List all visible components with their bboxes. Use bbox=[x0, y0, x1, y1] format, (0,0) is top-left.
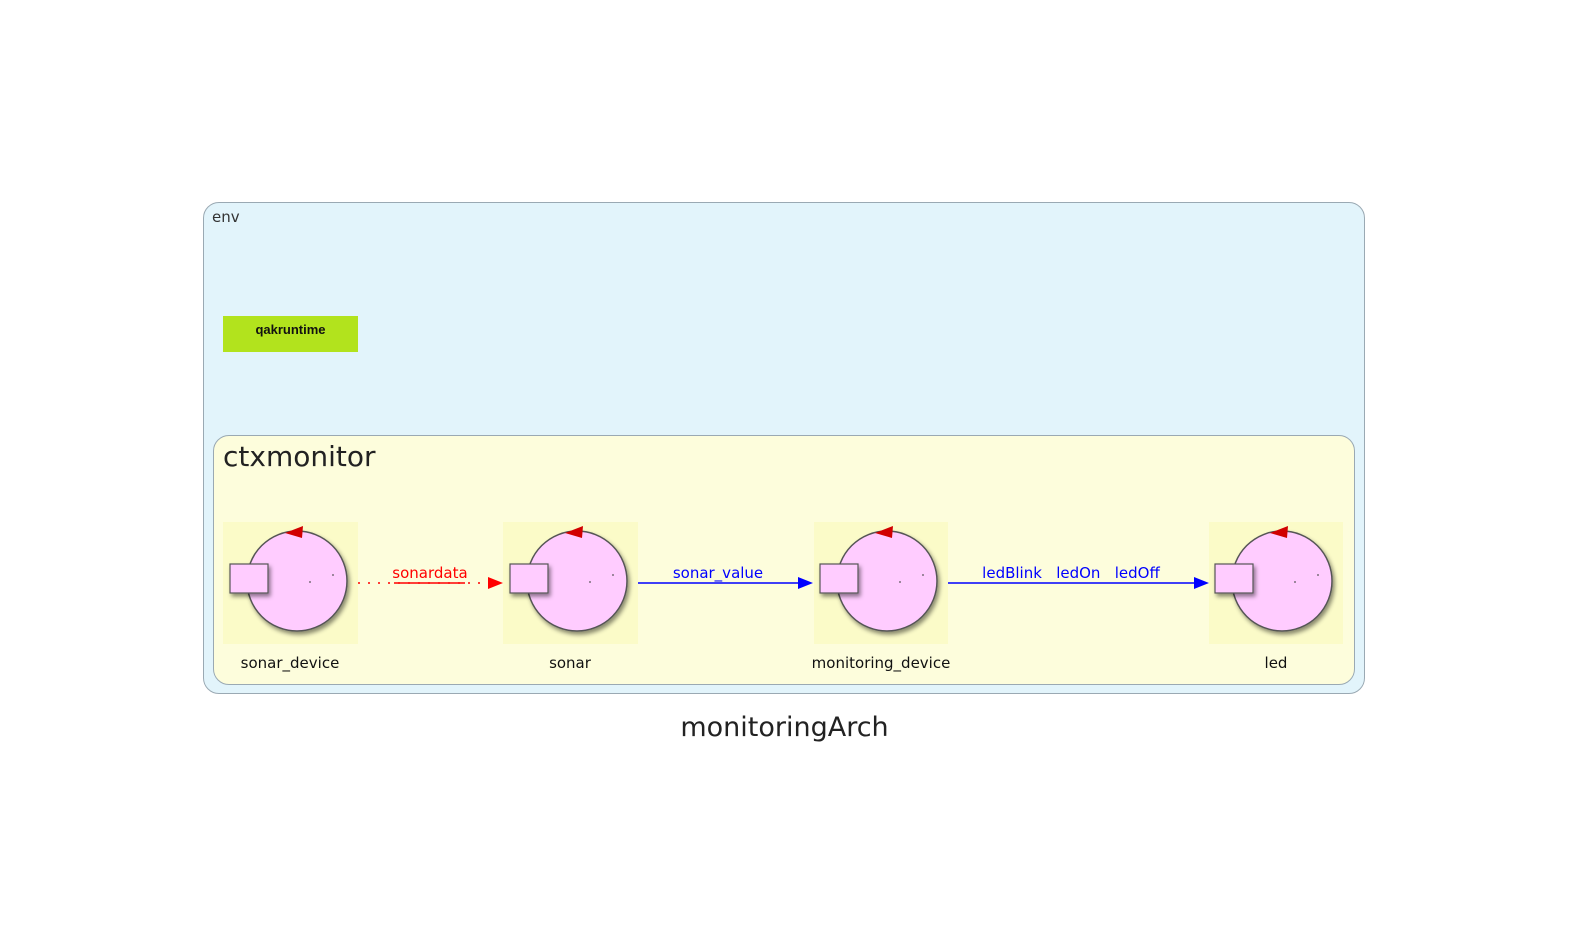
edge-sonardata: sonardata bbox=[358, 564, 503, 589]
arrowhead-icon bbox=[1194, 577, 1209, 589]
edge-sonar-value: sonar_value bbox=[638, 564, 813, 589]
actor-marker-icon bbox=[875, 526, 893, 538]
edge-label-sonar-value: sonar_value bbox=[673, 564, 763, 583]
actor-icon-sonar-device bbox=[223, 522, 358, 644]
actor-icon-monitoring-device bbox=[814, 522, 948, 644]
actor-marker-icon bbox=[565, 526, 583, 538]
diagram-title: monitoringArch bbox=[680, 712, 889, 743]
env-label: env bbox=[212, 208, 240, 226]
ctxmonitor-label: ctxmonitor bbox=[223, 440, 376, 473]
edge-led-commands: ledBlink ledOn ledOff bbox=[948, 564, 1209, 589]
actor-marker-icon bbox=[1270, 526, 1288, 538]
arrowhead-icon bbox=[488, 577, 503, 589]
actor-label-sonar: sonar bbox=[549, 654, 591, 672]
actor-marker-icon bbox=[285, 526, 303, 538]
actor-label-sonar-device: sonar_device bbox=[240, 654, 340, 672]
edge-label-sonardata: sonardata bbox=[392, 564, 467, 582]
actor-icon-sonar bbox=[503, 522, 638, 644]
qakruntime-label: qakruntime bbox=[255, 322, 326, 337]
actor-label-led: led bbox=[1264, 654, 1288, 672]
arrowhead-icon bbox=[798, 577, 813, 589]
actor-label-monitoring-device: monitoring_device bbox=[811, 654, 951, 672]
actor-icon-led bbox=[1209, 522, 1343, 644]
edge-label-led-commands: ledBlink ledOn ledOff bbox=[982, 564, 1160, 582]
qakruntime-node: qakruntime bbox=[223, 316, 358, 352]
ctxmonitor-cluster bbox=[213, 435, 1355, 685]
